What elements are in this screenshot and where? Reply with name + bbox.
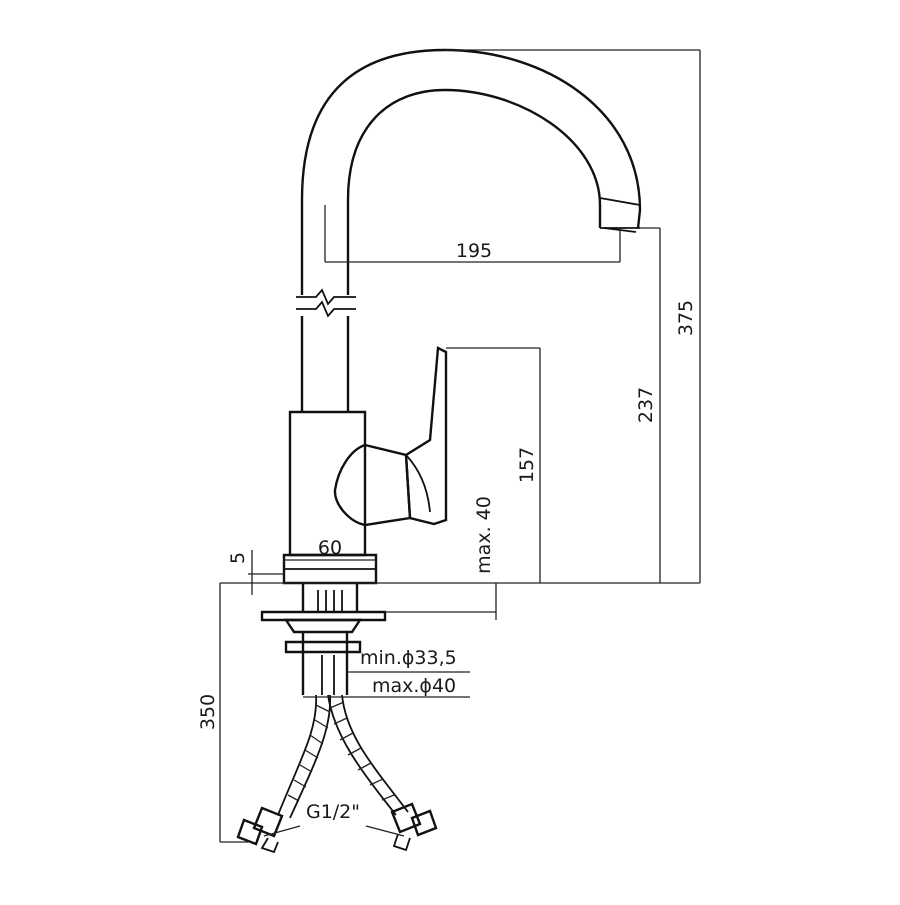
lower-washer [284, 640, 362, 654]
dim-connection-line [263, 825, 405, 837]
lever-detail [405, 454, 431, 513]
dim-lever-line [446, 347, 541, 583]
lever-handle [404, 346, 448, 526]
hose-right-tip [392, 833, 411, 852]
label-max-hole: max.ϕ40 [372, 675, 456, 697]
label-deck-thickness: max. 40 [473, 496, 495, 574]
faucet-outline [220, 48, 700, 695]
flex-hoses [236, 694, 438, 854]
hose-right-nut [410, 809, 438, 837]
dim-gasket-line [248, 550, 284, 595]
hose-left-tip [260, 837, 279, 854]
column-break-bottom [296, 300, 356, 318]
hose-left-a [277, 694, 317, 816]
hose-left-nut [236, 818, 264, 846]
column-break-top [296, 288, 356, 306]
mounting-nut [283, 618, 363, 634]
column-lower [300, 316, 350, 412]
shank-thread [317, 590, 343, 612]
mounting-shank [301, 583, 359, 612]
dim-total-line [445, 49, 701, 583]
spout-inner [346, 88, 602, 295]
hose-right-fitting [390, 802, 422, 834]
label-connection: G1/2" [306, 801, 360, 823]
mixer-body [288, 410, 367, 557]
label-min-hole: min.ϕ33,5 [360, 647, 457, 669]
label-spout-height: 237 [635, 387, 657, 423]
label-spout-reach: 195 [456, 240, 492, 262]
hose-left-braid [287, 704, 331, 802]
lower-thread [321, 655, 335, 695]
hose-right-a [327, 694, 397, 816]
dim-deck-line [385, 583, 497, 620]
hose-left-fitting [252, 806, 284, 838]
label-hose-length: 350 [197, 694, 219, 730]
dim-hole-line [303, 671, 470, 698]
label-lever-height: 157 [516, 447, 538, 483]
mounting-plate [260, 610, 387, 622]
dim-reach-line [324, 228, 621, 263]
hose-right-b [341, 694, 409, 813]
label-gasket: 5 [227, 552, 249, 564]
label-total-height: 375 [675, 300, 697, 336]
dimension-lines [219, 49, 701, 843]
dim-hose-line [219, 583, 248, 843]
dimension-labels: 195 375 237 157 max. 40 60 5 350 min.ϕ33… [197, 240, 697, 823]
hose-right-braid [329, 701, 395, 801]
spout-aerator [599, 197, 641, 233]
lever-cartridge [333, 443, 412, 527]
label-base-diameter: 60 [318, 537, 342, 559]
dim-spout-line [640, 227, 661, 583]
